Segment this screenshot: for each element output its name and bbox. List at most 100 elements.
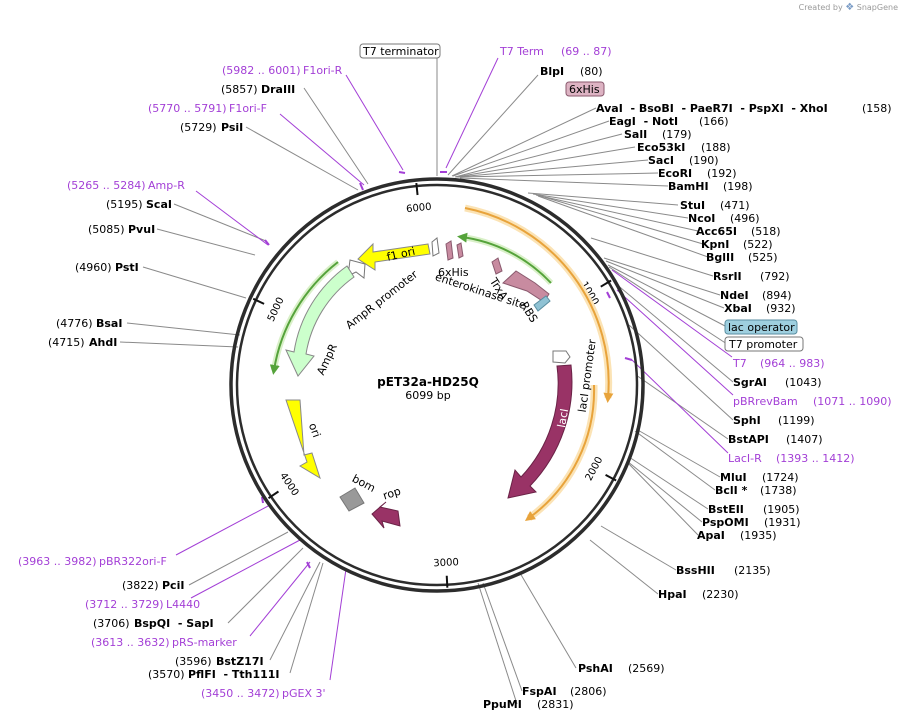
label-kpni: KpnI xyxy=(701,238,729,251)
label-f1ori-f: F1ori-F xyxy=(229,102,267,115)
enterokinase-mark xyxy=(431,237,440,257)
tick-label-2000: 2000 xyxy=(584,455,606,483)
label-bstapi: BstAPI xyxy=(728,433,769,446)
f1-ori-arrow xyxy=(357,242,431,271)
rbs-mark xyxy=(533,295,551,312)
label-t7-promoter: T7 promoter xyxy=(728,338,798,351)
coords-fspai: (2806) xyxy=(570,685,607,698)
coords-ndei: (894) xyxy=(762,289,792,302)
snapgene-credit: Created by ❖ SnapGene xyxy=(799,2,898,13)
label-t7-term: T7 Term xyxy=(499,45,544,58)
tick-label-5000: 5000 xyxy=(266,296,287,324)
label-pcii: PciI xyxy=(162,579,184,592)
coords-pflfi: (3570) xyxy=(148,668,185,681)
label-lac-operator: lac operator xyxy=(728,321,795,334)
coords-sgrai: (1043) xyxy=(785,376,822,389)
tick-mark-2000 xyxy=(605,473,617,482)
label-ecori: EcoRI xyxy=(658,167,692,180)
coords-t7-primer: (964 .. 983) xyxy=(760,357,825,370)
6xhis-mark-a xyxy=(445,240,454,261)
label-bstz17i: BstZ17I xyxy=(216,655,264,668)
tick-label-6000: 6000 xyxy=(406,202,432,216)
label-pgex3: pGEX 3' xyxy=(282,687,326,700)
label-bamhi: BamHI xyxy=(668,180,709,193)
label-bsteii: BstEII xyxy=(708,503,744,516)
label-pspomi: PspOMI xyxy=(702,516,749,529)
laci-arrow xyxy=(507,364,573,499)
label-pshai: PshAI xyxy=(578,662,613,675)
coords-bglii: (525) xyxy=(748,251,778,264)
trxa-small-mark xyxy=(491,257,503,275)
label-ndei: NdeI xyxy=(720,289,749,302)
coords-eagi-noti: (166) xyxy=(699,115,729,128)
coords-draiii: (5857) xyxy=(221,83,258,96)
orf-arrows xyxy=(464,204,614,521)
label-f1-ori: f1 ori xyxy=(386,245,417,264)
label-f1ori-r: F1ori-R xyxy=(303,64,343,77)
label-sgrai: SgrAI xyxy=(733,376,767,389)
label-apai: ApaI xyxy=(697,529,725,542)
bom-block xyxy=(339,487,365,512)
coords-pbrrevbam: (1071 .. 1090) xyxy=(813,395,892,408)
plasmid-title-block: pET32a-HD25Q 6099 bp xyxy=(377,375,479,402)
laci-promoter-arrow xyxy=(552,350,571,364)
label-laci: lacI xyxy=(555,408,571,429)
coords-pspomi: (1931) xyxy=(764,516,801,529)
coords-t7-term: (69 .. 87) xyxy=(561,45,612,58)
coords-bstz17i: (3596) xyxy=(175,655,212,668)
label-hpai: HpaI xyxy=(658,588,687,601)
coords-acc65i: (518) xyxy=(751,225,781,238)
leader-lines xyxy=(119,58,734,705)
plasmid-length: 6099 bp xyxy=(405,389,450,402)
tick-label-4000: 4000 xyxy=(277,471,300,498)
credit-brand: SnapGene xyxy=(856,3,898,12)
label-sali: SalI xyxy=(624,128,647,141)
coords-rsrii: (792) xyxy=(760,270,790,283)
coords-saci: (190) xyxy=(689,154,719,167)
coords-ppumi: (2831) xyxy=(537,698,574,711)
coords-bcli: (1738) xyxy=(760,484,797,497)
label-xbai: XbaI xyxy=(724,302,752,315)
coords-bstapi: (1407) xyxy=(786,433,823,446)
label-bsshii: BssHII xyxy=(676,564,715,577)
feature-shapes xyxy=(285,237,573,529)
label-avai-group: AvaI - BsoBI - PaeR7I - PspXI - XhoI xyxy=(596,102,828,115)
coords-sphi: (1199) xyxy=(778,414,815,427)
label-eco53ki: Eco53kI xyxy=(637,141,685,154)
coords-psii: (5729) xyxy=(180,121,217,134)
label-ampr-promoter: AmpR promoter xyxy=(343,268,420,332)
label-bcli: BclI * xyxy=(715,484,748,497)
coords-bsshii: (2135) xyxy=(734,564,771,577)
label-acc65i: Acc65I xyxy=(696,225,737,238)
label-prs-marker: pRS-marker xyxy=(172,636,237,649)
coords-avai-group: (158) xyxy=(862,102,892,115)
trxa-arrow xyxy=(502,270,550,303)
coords-scai: (5195) xyxy=(106,198,143,211)
coords-stui: (471) xyxy=(720,199,750,212)
label-sphi: SphI xyxy=(733,414,761,427)
label-bspqi-sapi: BspQI - SapI xyxy=(134,617,214,630)
coords-ahdi: (4715) xyxy=(48,336,85,349)
label-t7-primer: T7 xyxy=(732,357,747,370)
label-pflfi: PflFI - Tth111I xyxy=(188,668,280,681)
tick-mark-4000 xyxy=(267,490,280,500)
coords-l4440: (3712 .. 3729) xyxy=(85,598,164,611)
coords-bspqi-sapi: (3706) xyxy=(93,617,130,630)
rop-arrow xyxy=(371,501,401,529)
label-stui: StuI xyxy=(680,199,705,212)
label-t7-terminator: T7 terminator xyxy=(362,45,439,58)
label-laci-r: LacI-R xyxy=(728,452,762,465)
label-ampr: AmpR xyxy=(314,342,340,378)
label-mlui: MluI xyxy=(720,471,747,484)
label-bglii: BglII xyxy=(706,251,734,264)
label-pbrrevbam: pBRrevBam xyxy=(733,395,798,408)
label-amp-r: Amp-R xyxy=(148,179,185,192)
coords-mlui: (1724) xyxy=(762,471,799,484)
green-orf-arrows xyxy=(269,232,554,375)
tick-mark-1000 xyxy=(600,279,612,288)
label-l4440: L4440 xyxy=(166,598,200,611)
snapgene-logo-icon: ❖ xyxy=(845,2,855,13)
coords-bamhi: (198) xyxy=(723,180,753,193)
backbone xyxy=(229,177,645,593)
